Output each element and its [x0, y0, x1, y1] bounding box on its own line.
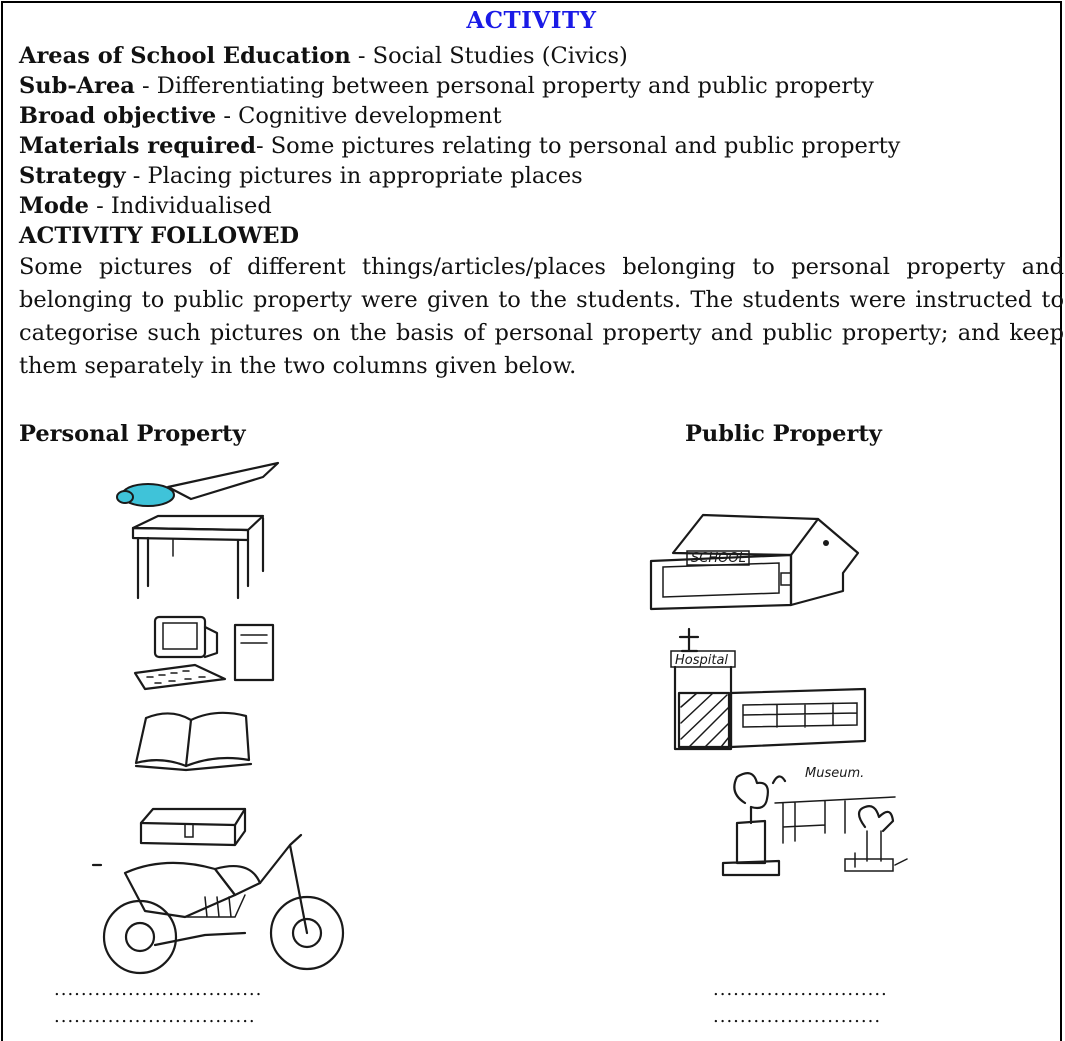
field-mode: Mode - Individualised [19, 191, 272, 221]
school-label: SCHOOL [691, 551, 746, 566]
field-sub-area: Sub-Area - Differentiating between perso… [19, 71, 874, 101]
hospital-drawing: Hospital [670, 627, 867, 751]
table-drawing [131, 514, 265, 600]
knife-drawing [116, 461, 280, 507]
activity-title: ACTIVITY [466, 7, 597, 34]
field-value: - Differentiating between personal prope… [134, 73, 874, 99]
field-label: Broad objective [19, 103, 217, 129]
field-label: Strategy [19, 163, 126, 189]
section-heading-text: ACTIVITY FOLLOWED [19, 223, 299, 249]
box-drawing [139, 807, 247, 847]
field-label: Materials required [19, 133, 256, 159]
field-label: Mode [19, 193, 89, 219]
personal-answer-line-2: .............................. [54, 1006, 256, 1027]
field-value: - Social Studies (Civics) [350, 43, 628, 69]
field-label: Areas of School Education [19, 43, 351, 69]
book-drawing [134, 711, 253, 772]
school-drawing: SCHOOL [649, 513, 860, 611]
activity-paragraph: Some pictures of different things/articl… [19, 254, 1064, 379]
public-answer-line-1: .......................... [713, 979, 888, 1000]
field-value: - Some pictures relating to personal and… [255, 133, 901, 159]
personal-property-heading: Personal Property [19, 421, 246, 447]
field-materials: Materials required- Some pictures relati… [19, 131, 900, 161]
field-value: - Individualised [88, 193, 272, 219]
public-property-heading: Public Property [685, 421, 882, 447]
field-strategy: Strategy - Placing pictures in appropria… [19, 161, 583, 191]
museum-label: Museum. [805, 766, 864, 781]
personal-answer-line-1: ............................... [54, 979, 263, 1000]
section-heading: ACTIVITY FOLLOWED [19, 221, 299, 251]
field-label: Sub-Area [19, 73, 135, 99]
field-areas: Areas of School Education - Social Studi… [19, 41, 628, 71]
field-value: - Cognitive development [216, 103, 502, 129]
motorcycle-drawing [91, 833, 345, 975]
public-answer-line-2: ......................... [713, 1006, 882, 1027]
museum-drawing: Museum. [721, 766, 908, 877]
hospital-label: Hospital [675, 653, 728, 668]
computer-drawing [133, 615, 275, 691]
field-broad-objective: Broad objective - Cognitive development [19, 101, 502, 131]
field-value: - Placing pictures in appropriate places [125, 163, 583, 189]
